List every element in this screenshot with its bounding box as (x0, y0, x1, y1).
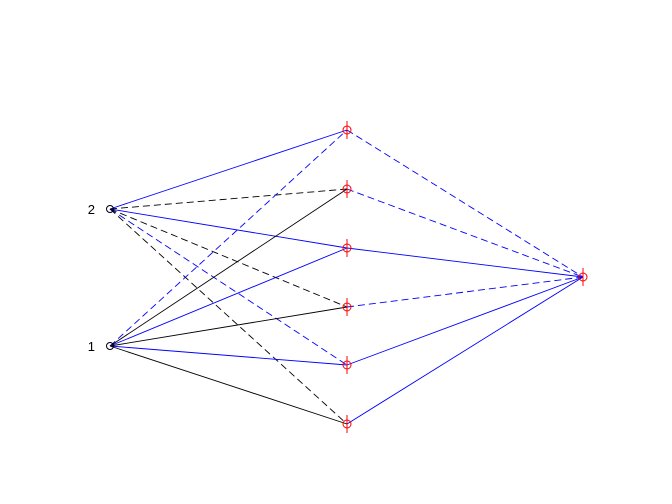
hidden-node-3 (342, 243, 352, 253)
input-node-1 (106, 342, 114, 350)
connection-in1-h1 (109, 129, 348, 347)
input-node-label: 2 (88, 202, 95, 217)
connection-in1-h4 (109, 306, 348, 347)
connection-in1-h3 (109, 247, 348, 347)
connection-in2-h2 (109, 188, 348, 210)
connection-in1-h2 (109, 188, 348, 347)
input-node-label: 1 (88, 339, 95, 354)
connection-in1-h6 (109, 345, 348, 425)
connection-in2-h4 (109, 208, 348, 308)
connection-in2-h5 (109, 208, 348, 366)
hidden-node-1 (342, 125, 352, 135)
connection-h2-out1 (346, 188, 584, 278)
connection-in1-h5 (109, 345, 348, 366)
hidden-node-2 (342, 184, 352, 194)
connections-layer (109, 129, 584, 425)
hidden-node-4 (342, 302, 352, 312)
connection-h5-out1 (346, 276, 584, 366)
input-node-2 (106, 205, 114, 213)
connection-in2-h1 (109, 129, 348, 210)
connection-h1-out1 (346, 129, 584, 278)
connection-h6-out1 (346, 276, 584, 425)
connection-in2-h3 (109, 208, 348, 249)
hidden-node-6 (342, 419, 352, 429)
hidden-node-5 (342, 360, 352, 370)
connection-in2-h6 (109, 208, 348, 425)
output-node-1 (578, 272, 588, 282)
labels-layer: 12 (88, 202, 95, 354)
connection-h4-out1 (346, 276, 584, 308)
connection-h3-out1 (346, 247, 584, 278)
nodes-layer (106, 121, 588, 433)
